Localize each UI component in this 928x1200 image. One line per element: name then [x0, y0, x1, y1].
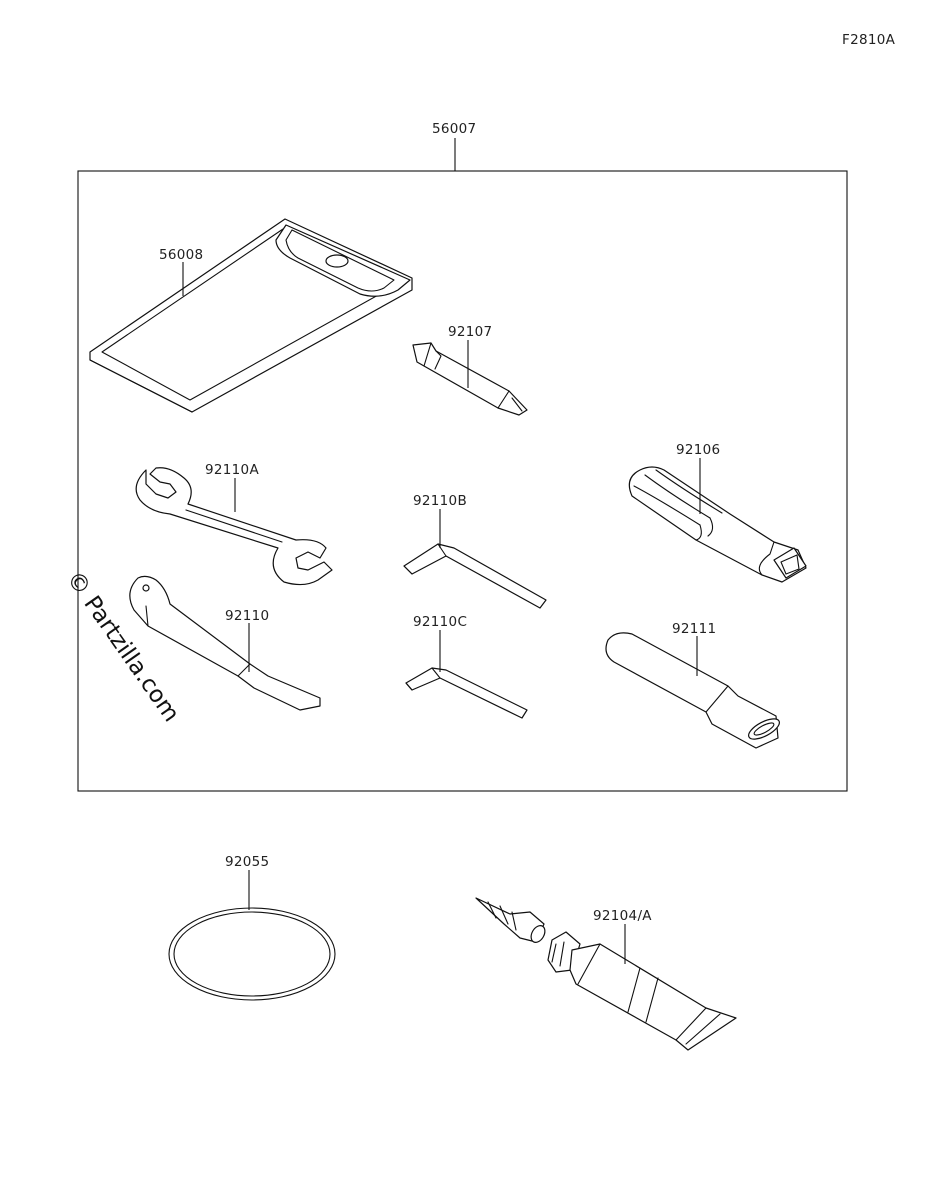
hex-wrench-large[interactable]: [403, 543, 547, 609]
hex-wrench-small[interactable]: [405, 667, 528, 719]
screwdriver-bit[interactable]: [412, 342, 528, 416]
watermark: © Partzilla.com: [61, 567, 184, 727]
open-end-wrench[interactable]: [135, 467, 333, 586]
screwdriver-handle[interactable]: [628, 466, 807, 583]
tool-bag[interactable]: [89, 218, 413, 413]
label-screwdriver-bit[interactable]: 92107: [448, 324, 492, 340]
label-tool-bag[interactable]: 56008: [159, 247, 203, 263]
label-screwdriver-handle[interactable]: 92106: [676, 442, 720, 458]
hook-wrench[interactable]: [129, 575, 321, 711]
figure-code: F2810A: [842, 32, 896, 48]
label-extension-pipe[interactable]: 92111: [672, 621, 716, 637]
label-open-end-wrench[interactable]: 92110A: [205, 462, 259, 478]
label-o-ring[interactable]: 92055: [225, 854, 269, 870]
extension-pipe[interactable]: [605, 632, 782, 749]
label-grease-tube[interactable]: 92104/A: [593, 908, 652, 924]
label-hook-wrench[interactable]: 92110: [225, 608, 269, 624]
label-tool-kit[interactable]: 56007: [432, 121, 476, 137]
label-hex-wrench-large[interactable]: 92110B: [413, 493, 467, 509]
tool-kit-frame: [77, 170, 848, 792]
o-ring[interactable]: [168, 907, 336, 1001]
grease-tube[interactable]: [475, 897, 737, 1051]
label-hex-wrench-small[interactable]: 92110C: [413, 614, 467, 630]
